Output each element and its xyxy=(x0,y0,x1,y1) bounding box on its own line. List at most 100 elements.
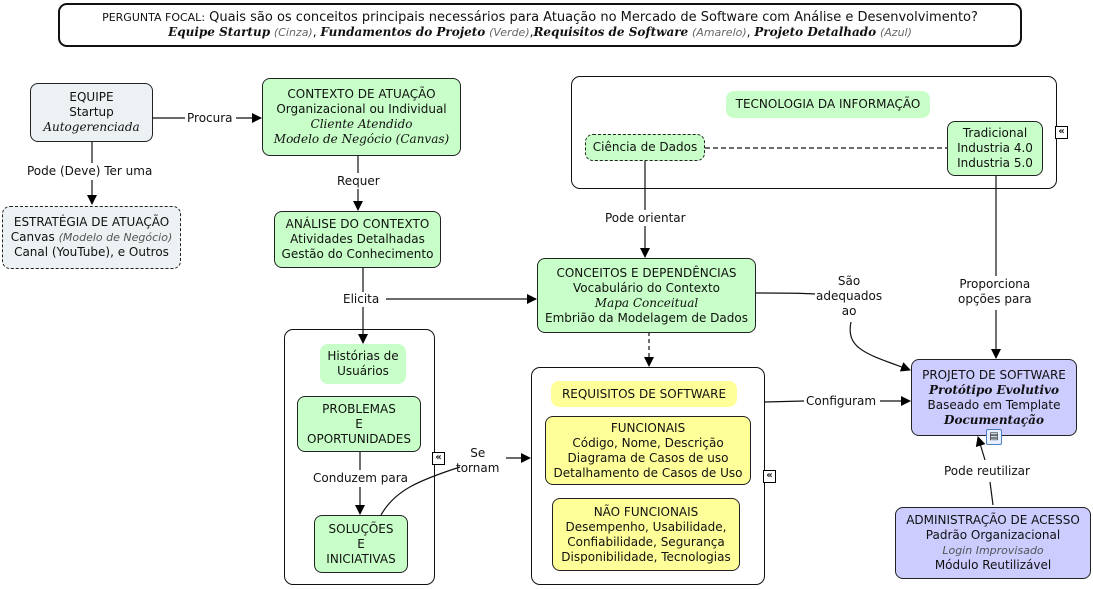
estrategia-canvas: Canvas xyxy=(10,230,55,244)
label-line: Proporciona xyxy=(959,277,1031,291)
node-problemas[interactable]: PROBLEMAS E OPORTUNIDADES xyxy=(297,396,421,452)
legend-equipe-color: (Cinza) xyxy=(273,26,313,39)
solucoes-line: INICIATIVAS xyxy=(326,551,396,566)
node-estrategia[interactable]: ESTRATÉGIA DE ATUAÇÃO Canvas (Modelo de … xyxy=(2,206,181,269)
funcionais-title: FUNCIONAIS xyxy=(610,420,686,435)
analise-line: Atividades Detalhadas xyxy=(290,232,425,246)
link-se-tornam-line xyxy=(380,466,461,516)
tradicional-line: Industria 4.0 xyxy=(957,141,1033,155)
tradicional-line: Industria 5.0 xyxy=(957,156,1033,170)
node-conceitos[interactable]: CONCEITOS E DEPENDÊNCIAS Vocabulário do … xyxy=(537,258,756,333)
collapse-icon[interactable]: « xyxy=(1055,126,1068,139)
solucoes-line: E xyxy=(357,536,365,551)
color-legend: Equipe Startup (Cinza), Fundamentos do P… xyxy=(168,25,912,39)
solucoes-line: SOLUÇÕES xyxy=(328,521,394,536)
link-pode-reutilizar-line xyxy=(989,481,994,506)
node-analise-contexto[interactable]: ANÁLISE DO CONTEXTO Atividades Detalhada… xyxy=(274,211,441,268)
label-line: tornam xyxy=(456,461,500,475)
tradicional-line: Tradicional xyxy=(962,126,1028,140)
label-pode-deve: Pode (Deve) Ter uma xyxy=(27,164,153,179)
admin-login: Login Improvisado xyxy=(942,544,1044,557)
estrategia-title: ESTRATÉGIA DE ATUAÇÃO xyxy=(13,215,170,229)
conceitos-title: CONCEITOS E DEPENDÊNCIAS xyxy=(556,265,737,280)
problemas-line: OPORTUNIDADES xyxy=(307,431,411,446)
nao-funcionais-line: Confiabilidade, Segurança xyxy=(567,534,725,549)
legend-requisitos: Requisitos de Software xyxy=(533,25,689,39)
contexto-title: CONTEXTO DE ATUAÇÃO xyxy=(287,87,436,101)
analise-line: Gestão do Conhecimento xyxy=(281,247,434,261)
node-solucoes[interactable]: SOLUÇÕES E INICIATIVAS xyxy=(314,515,408,573)
funcionais-line: Diagrama de Casos de uso xyxy=(567,450,729,465)
label-line: São xyxy=(837,274,861,288)
equipe-line: Startup xyxy=(69,105,114,119)
legend-projeto: Projeto Detalhado xyxy=(754,25,877,39)
contexto-line: Organizacional ou Individual xyxy=(276,102,447,116)
node-tradicional[interactable]: Tradicional Industria 4.0 Industria 5.0 xyxy=(947,121,1043,176)
label-line: Se xyxy=(470,446,486,460)
legend-equipe: Equipe Startup xyxy=(168,25,271,39)
legend-requisitos-color: (Amarelo) xyxy=(692,26,747,39)
conceitos-line: Embrião da Modelagem de Dados xyxy=(545,310,748,325)
conceitos-mapa: Mapa Conceitual xyxy=(594,295,699,310)
contexto-cliente: Cliente Atendido xyxy=(310,117,413,131)
link-configuram-line xyxy=(764,400,805,403)
link-sao-adequados-arrow xyxy=(849,321,911,372)
label-pode-reutilizar: Pode reutilizar xyxy=(944,464,1030,479)
projeto-prototipo: Protótipo Evolutivo xyxy=(928,382,1060,397)
projeto-line: Baseado em Template xyxy=(927,397,1061,412)
estrategia-canal: Canal (YouTube), e Outros xyxy=(14,245,169,259)
node-nao-funcionais[interactable]: NÃO FUNCIONAIS Desempenho, Usabilidade, … xyxy=(552,498,740,571)
requisitos-title: REQUISITOS DE SOFTWARE xyxy=(561,386,727,401)
label-configuram: Configuram xyxy=(806,394,877,409)
nao-funcionais-line: Desempenho, Usabilidade, xyxy=(565,519,727,534)
label-elicita: Elicita xyxy=(343,292,380,307)
node-ciencia-dados[interactable]: Ciência de Dados xyxy=(585,134,705,161)
collapse-icon[interactable]: « xyxy=(432,452,445,465)
analise-title: ANÁLISE DO CONTEXTO xyxy=(285,217,430,231)
link-sao-adequados-line xyxy=(755,292,816,295)
link-pode-reutilizar-arrow xyxy=(975,436,986,461)
nao-funcionais-title: NÃO FUNCIONAIS xyxy=(593,504,699,519)
projeto-documentacao: Documentação xyxy=(944,412,1044,427)
node-historias[interactable]: Histórias de Usuários xyxy=(320,344,406,384)
collapse-icon[interactable]: « xyxy=(763,470,776,483)
equipe-title: EQUIPE xyxy=(69,90,114,104)
ciencia-label: Ciência de Dados xyxy=(592,140,698,154)
focal-question-box: PERGUNTA FOCAL: Quais são os conceitos p… xyxy=(58,3,1022,47)
focal-prefix: PERGUNTA FOCAL: xyxy=(102,11,206,24)
funcionais-line: Código, Nome, Descrição xyxy=(572,435,724,450)
contexto-modelo: Modelo de Negócio (Canvas) xyxy=(273,132,450,146)
label-conduzem: Conduzem para xyxy=(313,471,408,486)
node-projeto[interactable]: PROJETO DE SOFTWARE Protótipo Evolutivo … xyxy=(911,359,1077,436)
admin-title: ADMINISTRAÇÃO DE ACESSO xyxy=(906,513,1080,527)
node-requisitos-title[interactable]: REQUISITOS DE SOFTWARE xyxy=(551,381,737,407)
node-admin[interactable]: ADMINISTRAÇÃO DE ACESSO Padrão Organizac… xyxy=(895,507,1091,579)
label-sao-adequados: São adequados ao xyxy=(816,274,883,319)
admin-line: Padrão Organizacional xyxy=(925,528,1061,542)
nao-funcionais-line: Disponibilidade, Tecnologias xyxy=(561,549,731,564)
node-equipe[interactable]: EQUIPE Startup Autogerenciada xyxy=(30,83,153,142)
tecnologia-title: TECNOLOGIA DA INFORMAÇÃO xyxy=(735,97,921,111)
historias-line: Histórias de xyxy=(327,349,399,363)
label-line: opções para xyxy=(958,292,1032,306)
legend-projeto-color: (Azul) xyxy=(879,26,912,39)
node-tecnologia-title[interactable]: TECNOLOGIA DA INFORMAÇÃO xyxy=(726,91,930,118)
node-contexto-atuacao[interactable]: CONTEXTO DE ATUAÇÃO Organizacional ou In… xyxy=(262,78,461,156)
historias-line: Usuários xyxy=(337,364,389,378)
conceitos-line: Vocabulário do Contexto xyxy=(572,280,721,295)
label-procura: Procura xyxy=(187,111,233,126)
label-line: adequados xyxy=(816,289,883,303)
document-icon[interactable]: ▤ xyxy=(986,429,1002,445)
equipe-line-italic: Autogerenciada xyxy=(43,120,140,134)
projeto-title: PROJETO DE SOFTWARE xyxy=(922,367,1066,382)
label-requer: Requer xyxy=(337,174,380,189)
admin-line: Módulo Reutilizável xyxy=(934,558,1052,572)
legend-fundamentos: Fundamentos do Projeto xyxy=(320,25,486,39)
legend-fundamentos-color: (Verde) xyxy=(489,26,530,39)
label-proporciona: Proporciona opções para xyxy=(958,277,1032,307)
label-pode-orientar: Pode orientar xyxy=(605,211,686,226)
estrategia-modelo: (Modelo de Negócio) xyxy=(58,231,173,244)
node-funcionais[interactable]: FUNCIONAIS Código, Nome, Descrição Diagr… xyxy=(545,416,751,485)
focal-question-text: Quais são os conceitos principais necess… xyxy=(205,10,978,25)
